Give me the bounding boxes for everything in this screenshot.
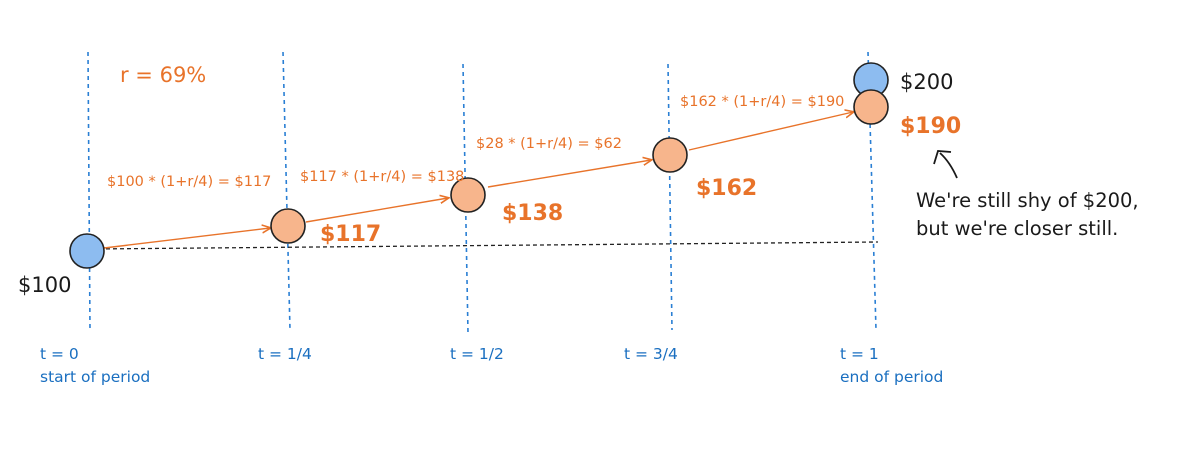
- formula-2: $117 * (1+r/4) = $138: [300, 169, 464, 185]
- arrow-segment-3: [487, 160, 651, 188]
- point-circle-1: [270, 208, 306, 244]
- note-arrow: [939, 152, 958, 179]
- arrow-segment-1: [103, 228, 270, 249]
- note-line-2: but we're closer still.: [916, 217, 1118, 240]
- growth-arrows: [103, 112, 853, 249]
- formula-1: $100 * (1+r/4) = $117: [107, 174, 271, 190]
- arrow-segment-2: [305, 198, 448, 223]
- guide-t1-4: [282, 51, 291, 331]
- value-4: $190: [900, 114, 961, 139]
- time-guides: [87, 51, 877, 334]
- rate-label: r = 69%: [120, 63, 206, 87]
- baseline-dashed: [91, 241, 879, 250]
- value-1: $117: [320, 222, 381, 247]
- target-value: $200: [900, 70, 953, 94]
- tick-label-t0: t = 0: [40, 345, 79, 363]
- formula-3: $28 * (1+r/4) = $62: [476, 136, 622, 152]
- tick-label-t1: t = 1: [840, 345, 879, 363]
- guide-t1: [867, 51, 877, 331]
- tick-label-t3-4: t = 3/4: [624, 345, 678, 363]
- tick-label-t1-4: t = 1/4: [258, 345, 312, 363]
- guide-t3-4: [667, 63, 673, 331]
- tick-sub-t0: start of period: [40, 368, 150, 386]
- formula-4: $162 * (1+r/4) = $190: [680, 94, 844, 110]
- tick-label-t1-2: t = 1/2: [450, 345, 504, 363]
- guide-t1-2: [462, 63, 469, 334]
- start-point-circle: [69, 233, 105, 269]
- point-circle-3: [652, 137, 688, 173]
- guide-t0: [87, 51, 91, 331]
- point-circle-4: [853, 89, 889, 125]
- note-arrowhead: [933, 150, 952, 165]
- note-line-1: We're still shy of $200,: [916, 189, 1139, 212]
- value-3: $162: [696, 176, 757, 201]
- point-circle-2: [450, 177, 486, 213]
- value-2: $138: [502, 201, 563, 226]
- tick-sub-t1: end of period: [840, 368, 943, 386]
- arrow-segment-4: [688, 112, 853, 151]
- start-value: $100: [18, 273, 71, 297]
